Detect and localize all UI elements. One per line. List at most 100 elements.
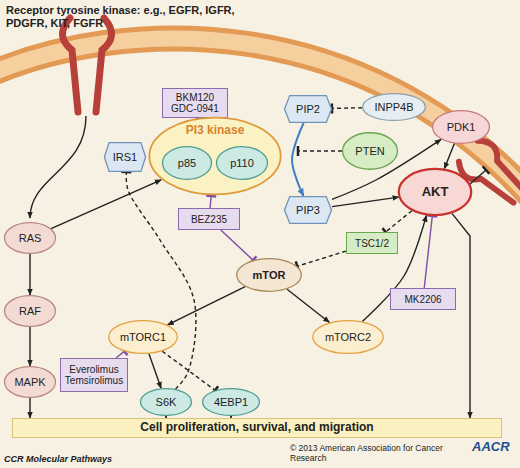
activation-arrow (287, 289, 329, 322)
node-label: PIP3 (296, 204, 320, 216)
inhibition-line (221, 230, 253, 260)
inhibition-line (424, 216, 432, 288)
activation-arrow (149, 354, 161, 388)
heading-note: Receptor tyrosine kinase: e.g., EGFR, IG… (6, 4, 236, 29)
ellipse-shape (343, 133, 398, 169)
node-label: PTEN (355, 145, 384, 157)
node-label: mTORC2 (325, 331, 371, 343)
effector-oval: 4EBP1 (202, 388, 260, 416)
ellipse-shape (149, 118, 280, 195)
inhibition-line (332, 107, 362, 109)
inhibition-line (210, 196, 211, 208)
node-label: RAF (19, 305, 41, 317)
node-label: MAPK (14, 376, 45, 388)
feedback-inhibition-line (470, 170, 486, 184)
activation-arrow (29, 327, 30, 366)
hexagon-shape (284, 197, 331, 224)
node-label: INPP4B (374, 101, 413, 113)
protein-box: TSC1/2 (346, 232, 398, 254)
node-label: RAS (19, 232, 42, 244)
node-label: p110 (230, 157, 254, 169)
subunit-oval: p85 (162, 146, 212, 180)
node-label: BKM120 GDC-0941 (163, 92, 227, 114)
ellipse-shape (217, 147, 268, 180)
logo-text: AACR (472, 440, 518, 455)
node-label: Everolimus Temsirolimus (61, 364, 127, 386)
ellipse-shape (237, 259, 302, 292)
node-label: p85 (178, 157, 196, 169)
node-label: Cell proliferation, survival, and migrat… (140, 421, 373, 434)
drug-box: MK2206 (390, 288, 456, 310)
phosphatase-oval: INPP4B (362, 93, 426, 121)
lipid-hexagon: PIP2 (284, 95, 332, 123)
node-label: mTORC1 (120, 331, 166, 343)
receptor-arm (62, 18, 78, 112)
activation-arrow (292, 123, 304, 196)
kinase-oval: RAS (4, 222, 56, 254)
kinase-oval: MAPK (4, 366, 56, 398)
pten-inhibition-line (298, 150, 342, 151)
node-label: PIP2 (296, 103, 320, 115)
receptor-arm (474, 136, 520, 191)
ellipse-shape (141, 389, 192, 416)
activation-arrow (452, 213, 470, 418)
activation-arrow (444, 144, 454, 169)
inhibition-line (116, 351, 125, 358)
ellipse-shape (363, 94, 426, 121)
node-label: S6K (156, 396, 177, 408)
kinase-oval: RAF (4, 295, 56, 327)
node-label: MK2206 (404, 294, 441, 305)
phosphatase-oval: PTEN (342, 132, 398, 170)
kinase-oval: mTOR (236, 258, 302, 292)
ellipse-shape (433, 111, 490, 144)
activation-arrow (168, 287, 246, 325)
kinase-oval: PDK1 (432, 110, 490, 144)
node-label: 4EBP1 (214, 396, 248, 408)
journal-name: CCR Molecular Pathways (4, 454, 204, 464)
inhibition-line (386, 211, 412, 232)
drug-box: BKM120 GDC-0941 (162, 88, 228, 118)
copyright-note: © 2013 American Association for Cancer R… (290, 444, 480, 464)
receptor-symbol (62, 18, 111, 112)
outcome-band: Cell proliferation, survival, and migrat… (12, 418, 502, 438)
node-label: AKT (422, 185, 449, 199)
ellipse-shape (5, 223, 56, 254)
activation-arrow (29, 398, 30, 418)
inhibition-line (126, 172, 196, 389)
protein-hexagon: IRS1 (104, 142, 146, 172)
activation-arrow (51, 180, 161, 229)
ellipse-shape (163, 147, 212, 180)
node-label: IRS1 (113, 151, 137, 163)
complex-oval: mTORC2 (312, 320, 384, 354)
node-label: mTOR (253, 269, 286, 281)
node-label: BEZ235 (191, 214, 227, 225)
hexagon-shape (284, 96, 331, 123)
receptor-arm (96, 18, 112, 112)
ellipse-shape (109, 321, 178, 354)
ellipse-shape (399, 169, 472, 215)
node-label: PDK1 (447, 121, 476, 133)
ellipse-shape (5, 367, 56, 398)
complex-ellipse: PI3 kinase p85 p110 (148, 116, 282, 196)
drug-box: BEZ235 (178, 208, 240, 230)
subunit-oval: p110 (216, 146, 268, 180)
ellipse-shape (313, 321, 384, 354)
complex-oval: mTORC1 (108, 320, 178, 354)
ellipse-shape (5, 296, 56, 327)
activation-arrow (29, 254, 30, 295)
node-label: PI3 kinase (186, 124, 245, 137)
effector-oval: S6K (140, 388, 192, 416)
activation-arrow (332, 197, 399, 206)
node-label: TSC1/2 (355, 238, 389, 249)
drug-box: Everolimus Temsirolimus (60, 358, 128, 392)
hexagon-shape (104, 143, 145, 172)
ellipse-shape (203, 389, 260, 416)
kinase-oval: AKT (398, 168, 472, 216)
lipid-hexagon: PIP3 (284, 196, 332, 224)
inhibition-line (297, 251, 346, 266)
